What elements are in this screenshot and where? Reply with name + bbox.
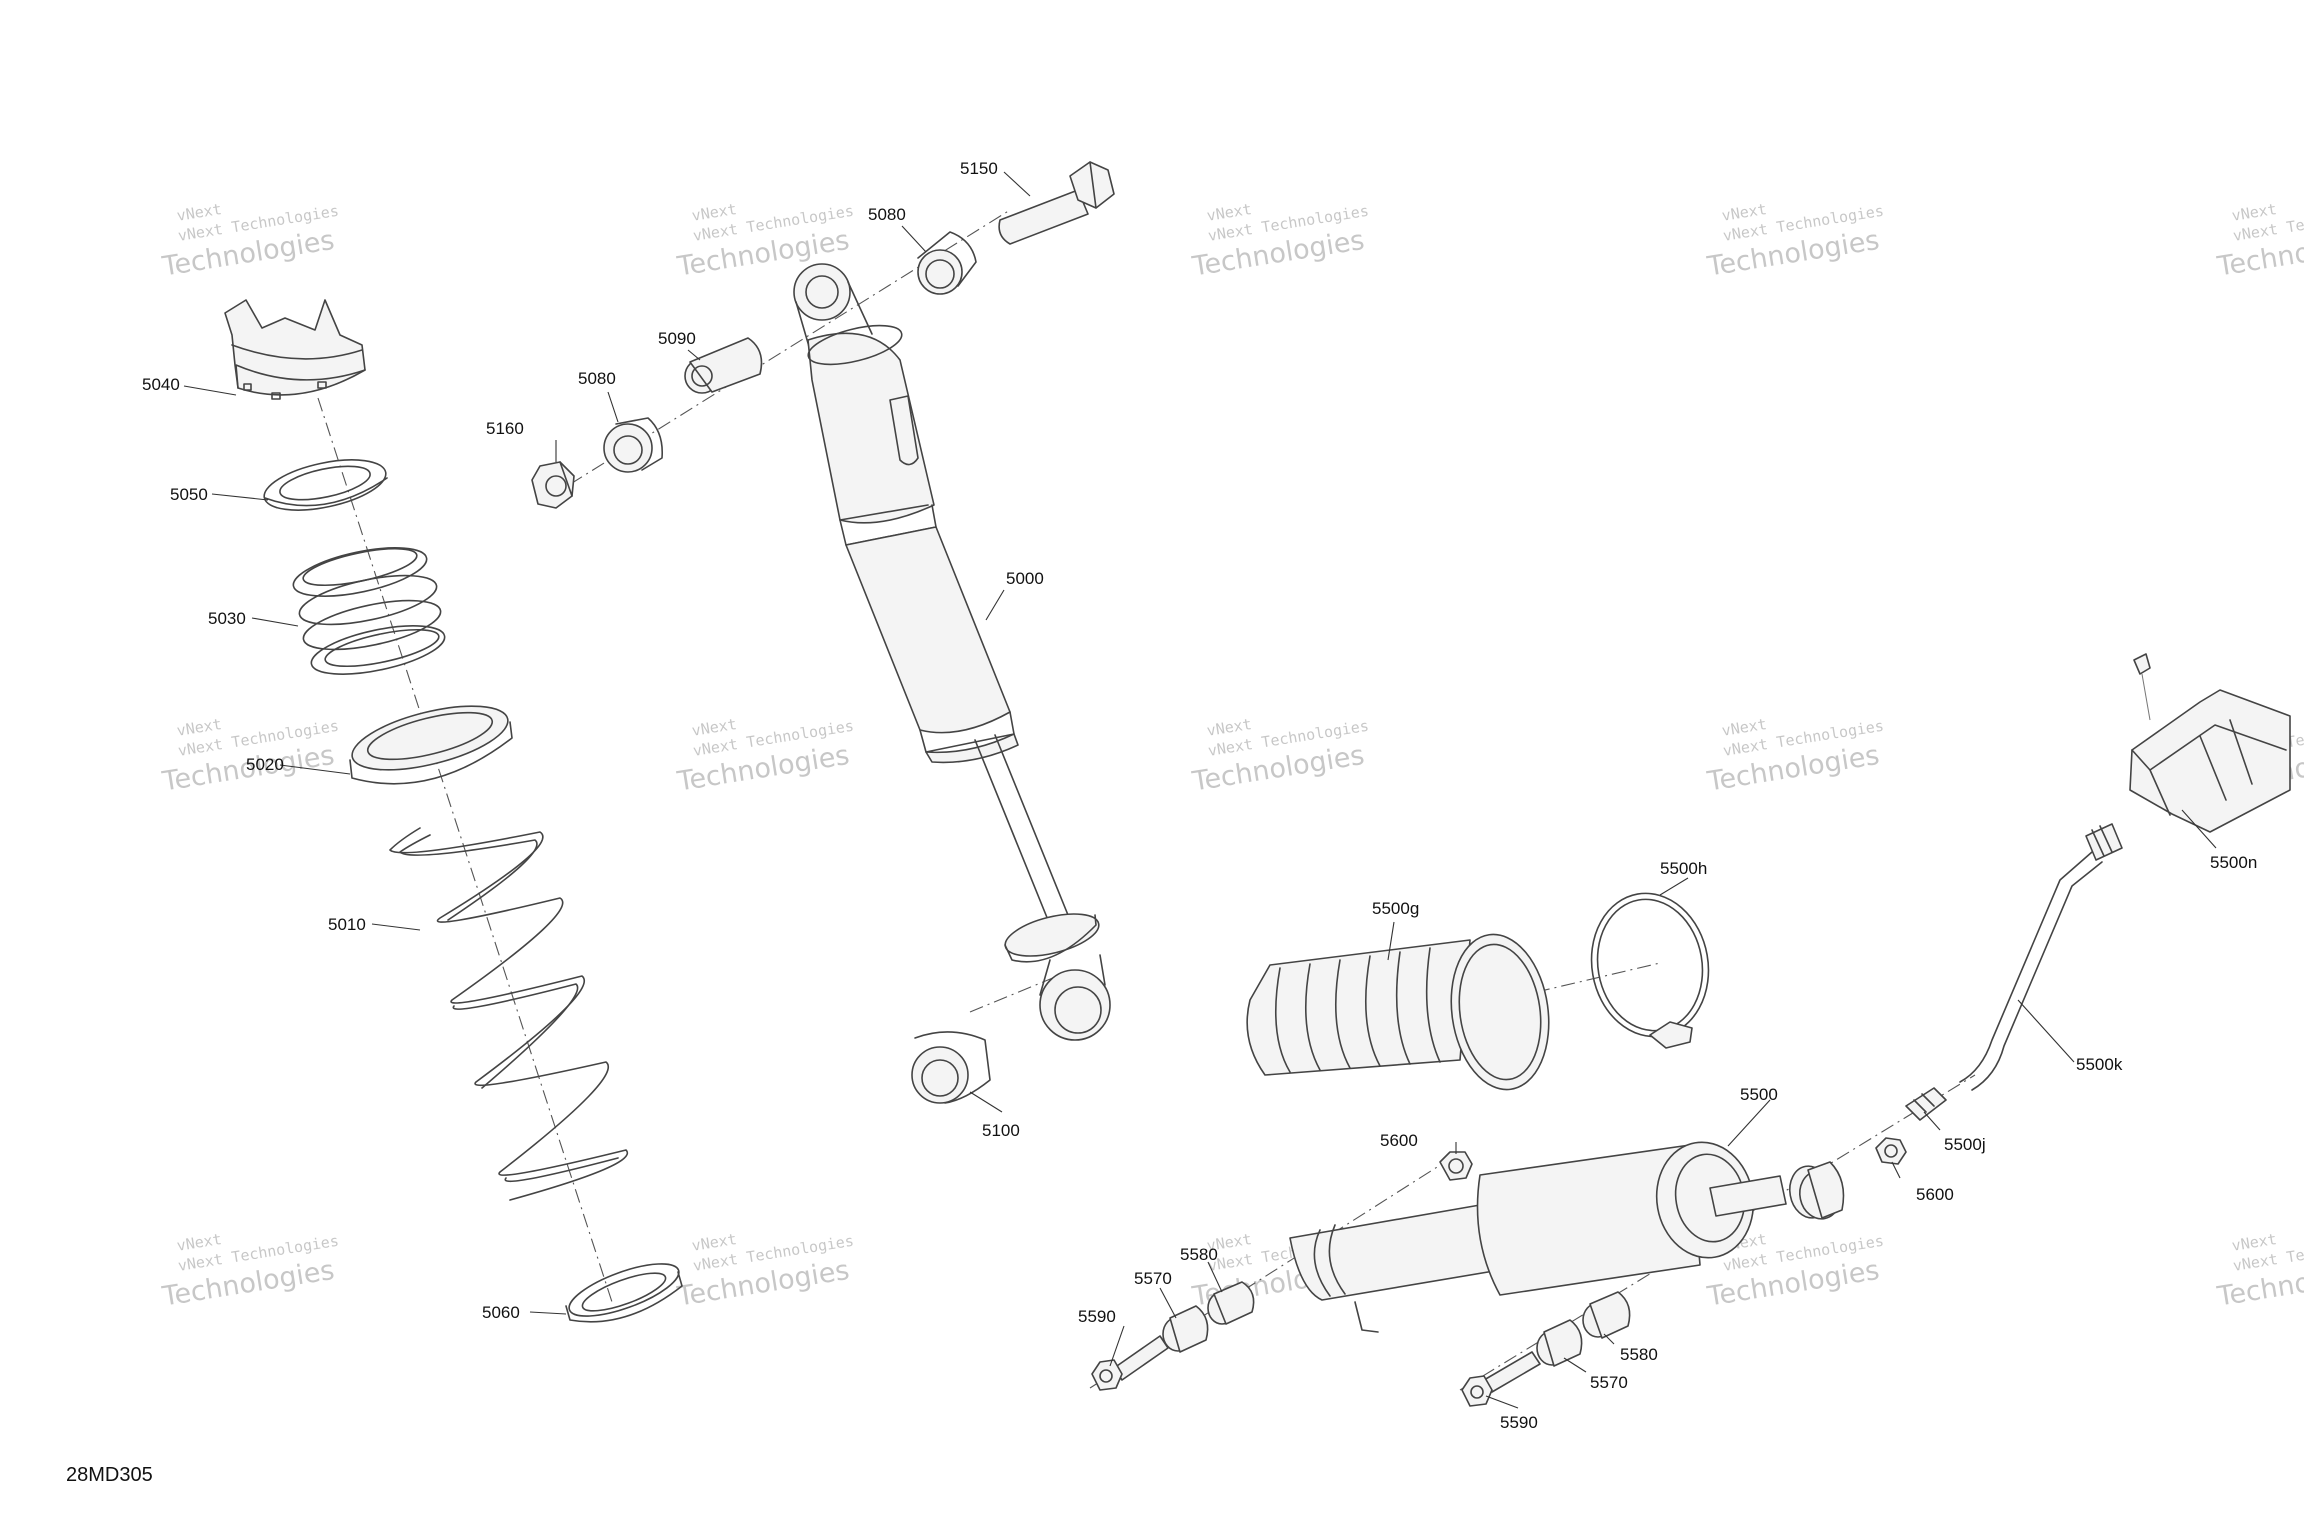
spacer-5580-left [1207, 1281, 1255, 1325]
watermark: vNext vNext Technologies Technologies [674, 715, 855, 798]
spring-5010 [389, 827, 629, 1201]
spring-seat-top [224, 299, 366, 400]
washer-5050 [263, 459, 388, 511]
bolt-5590-right [1461, 1351, 1541, 1407]
boot-5500g [1246, 933, 1550, 1091]
part-labels: 5040 5050 5030 5020 5010 5060 5160 5080 … [142, 159, 2257, 1432]
label-5080-top: 5080 [868, 205, 906, 224]
label-5570-right: 5570 [1590, 1373, 1628, 1392]
label-5570-left: 5570 [1134, 1269, 1172, 1288]
label-5600-left: 5600 [1380, 1131, 1418, 1150]
nut-5600-top [1439, 1151, 1473, 1181]
watermark: vNext vNext Technologies Technologies [1189, 715, 1370, 798]
bolt-5150 [998, 161, 1115, 245]
label-5580-right: 5580 [1620, 1345, 1658, 1364]
fitting-5500j [1905, 1087, 1947, 1121]
label-5030: 5030 [208, 609, 246, 628]
label-5500k: 5500k [2076, 1055, 2123, 1074]
drawing-code: 28MD305 [66, 1464, 153, 1486]
watermark: vNext vNext Technologies Technologies [159, 1230, 340, 1313]
label-5150: 5150 [960, 159, 998, 178]
spacer-5570-left [1162, 1305, 1209, 1353]
watermark: vNext vNext Technologies Technologies [1704, 715, 1885, 798]
label-5500: 5500 [1740, 1085, 1778, 1104]
bushing-5080-left [603, 417, 664, 473]
spring-seat-5020 [349, 705, 513, 785]
label-5590-left: 5590 [1078, 1307, 1116, 1326]
clamp-5500h [1590, 892, 1710, 1049]
label-5500g: 5500g [1372, 899, 1419, 918]
label-5080-left: 5080 [578, 369, 616, 388]
label-5050: 5050 [170, 485, 208, 504]
watermark: vNext vNext Technologies Technologies [159, 200, 340, 283]
spacer-5580-right [1582, 1291, 1631, 1339]
retainer-5060 [565, 1263, 683, 1323]
bolt-5590-left [1091, 1335, 1169, 1391]
label-5160: 5160 [486, 419, 524, 438]
watermark: vNext vNext Technologies Technologies [1704, 200, 1885, 283]
watermark: vNext vNext Technologies Technologies [2214, 200, 2304, 283]
label-5500n: 5500n [2210, 853, 2257, 872]
label-5020: 5020 [246, 755, 284, 774]
sleeve-5090 [684, 337, 763, 394]
bushing-5500-right [1799, 1161, 1845, 1220]
watermark: vNext vNext Technologies Technologies [159, 715, 340, 798]
nut-5160 [531, 461, 575, 509]
label-5600-right: 5600 [1916, 1185, 1954, 1204]
leader-lines [183, 171, 2217, 1409]
label-5100: 5100 [982, 1121, 1020, 1140]
label-5590-right: 5590 [1500, 1413, 1538, 1432]
bracket-5500n [2129, 653, 2291, 833]
label-5090: 5090 [658, 329, 696, 348]
label-5500h: 5500h [1660, 859, 1707, 878]
label-5500j: 5500j [1944, 1135, 1986, 1154]
watermark: vNext vNext Technologies Technologies [1189, 200, 1370, 283]
shock-absorber-5000 [793, 263, 1111, 1041]
spring-5030 [292, 547, 446, 675]
bushing-5080-top [917, 231, 977, 295]
hose-5500k [1959, 823, 2123, 1091]
label-5040: 5040 [142, 375, 180, 394]
label-5060: 5060 [482, 1303, 520, 1322]
bushing-5100 [911, 1031, 991, 1104]
watermark: vNext vNext Technologies Technologies [674, 1230, 855, 1313]
label-5580-left: 5580 [1180, 1245, 1218, 1264]
spacer-5570-right [1536, 1319, 1583, 1367]
watermark: vNext vNext Technologies Technologies [2214, 1230, 2304, 1313]
label-5000: 5000 [1006, 569, 1044, 588]
nut-5600-right [1875, 1137, 1907, 1165]
label-5010: 5010 [328, 915, 366, 934]
